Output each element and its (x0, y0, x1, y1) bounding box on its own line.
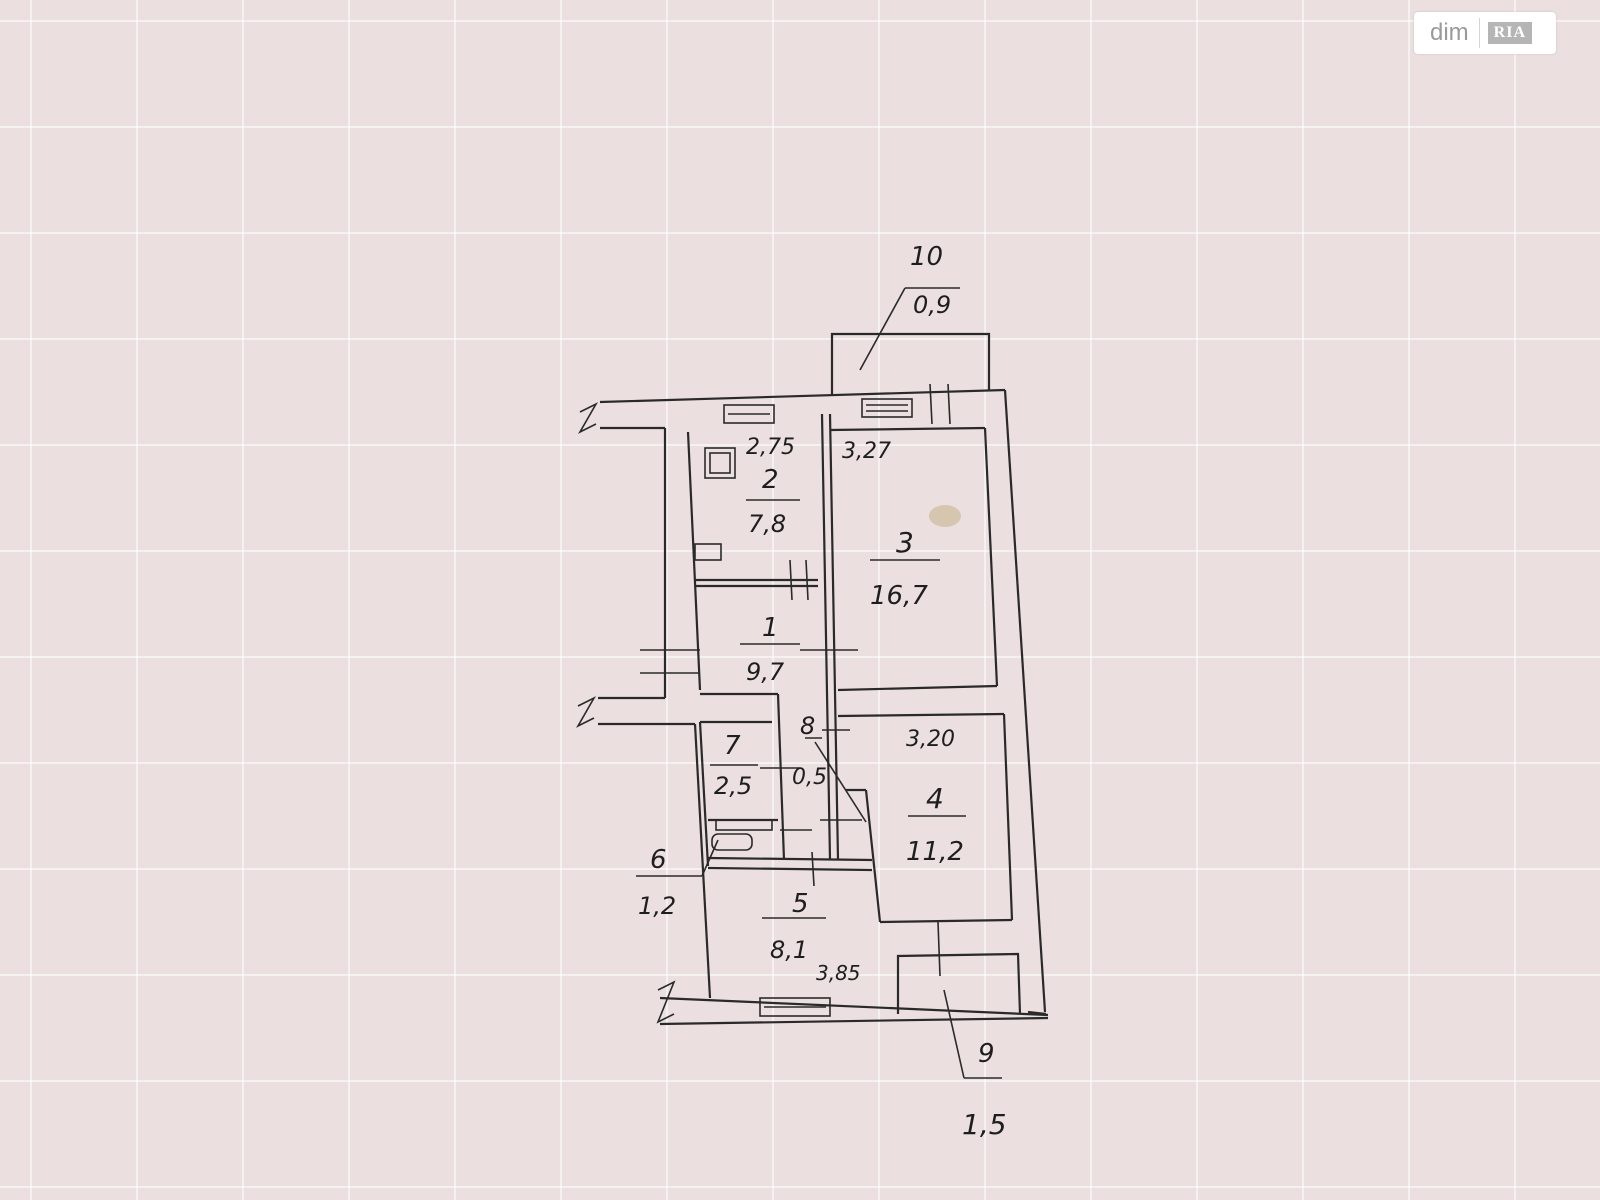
room4-width-dimension: 3,20 (906, 727, 955, 752)
wall-break-symbols (575, 402, 676, 1024)
balcony-9-number: 9 (978, 1039, 995, 1069)
outer-walls (598, 383, 1049, 1026)
watermark-badge: RIA (1487, 22, 1533, 44)
room-6-number: 6 (650, 845, 667, 875)
room-3-number: 3 (896, 526, 914, 559)
room-7-area: 2,5 (714, 772, 752, 800)
room-2-area: 7,8 (748, 510, 786, 538)
room-labels: 10 0,9 2,75 3,27 2 7,8 3 16,7 1 9,7 8 0,… (638, 242, 1007, 1141)
room-6-area: 1,2 (638, 892, 676, 920)
watermark-divider (1478, 18, 1480, 48)
site-watermark: dim RIA (1414, 12, 1556, 54)
room-2-number: 2 (762, 465, 779, 495)
paper-stain (929, 505, 961, 527)
watermark-brand: dim (1430, 19, 1469, 46)
room2-width-dimension: 2,75 (746, 435, 795, 460)
interior-walls (636, 413, 1022, 1079)
room-3-area: 16,7 (870, 581, 928, 611)
room-1-number: 1 (762, 613, 779, 643)
balcony-10-outline (830, 287, 991, 396)
balcony-10-area: 0,9 (913, 291, 951, 319)
room-1-area: 9,7 (746, 658, 785, 686)
room3-width-dimension: 3,27 (842, 439, 891, 464)
room-5-area: 8,1 (770, 936, 808, 964)
balcony-10-number: 10 (910, 242, 943, 272)
room-7-number: 7 (724, 731, 741, 761)
room-8-number: 8 (800, 712, 815, 740)
balcony-9-area: 1,5 (962, 1108, 1007, 1141)
room-5-number: 5 (792, 889, 809, 919)
room-8-area: 0,5 (792, 765, 827, 790)
room-4-area: 11,2 (906, 837, 964, 867)
room5-width-dimension: 3,85 (816, 961, 861, 985)
room-4-number: 4 (926, 782, 944, 815)
